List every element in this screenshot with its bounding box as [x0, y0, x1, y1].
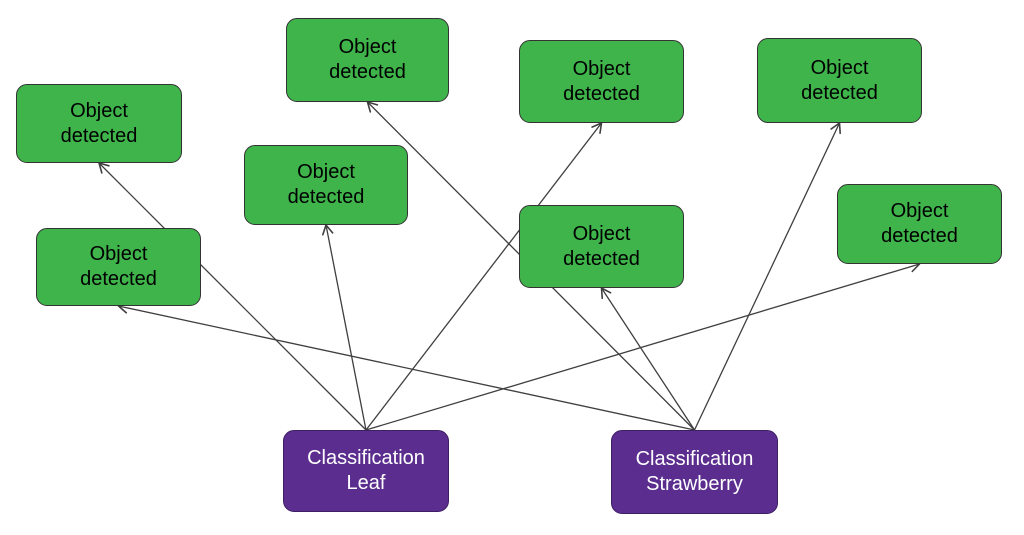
edge-leaf-to-od5	[365, 122, 603, 431]
classification-node-leaf: Classification Leaf	[283, 430, 449, 512]
edge-straw-to-od6	[600, 287, 696, 431]
detection-node-od2: Object detected	[36, 228, 201, 306]
detection-node-od4: Object detected	[244, 145, 408, 225]
edge-leaf-to-od4	[322, 224, 367, 431]
detection-node-od3: Object detected	[286, 18, 449, 102]
detection-node-od8: Object detected	[837, 184, 1002, 264]
edge-straw-to-od7	[693, 122, 841, 431]
detection-node-od1: Object detected	[16, 84, 182, 163]
edge-leaf-to-od8	[365, 260, 921, 431]
detection-node-od5: Object detected	[519, 40, 684, 123]
edge-leaf-to-od1	[98, 162, 367, 431]
edge-straw-to-od2	[117, 302, 695, 431]
detection-node-od6: Object detected	[519, 205, 684, 288]
detection-node-od7: Object detected	[757, 38, 922, 123]
classification-node-straw: Classification Strawberry	[611, 430, 778, 514]
